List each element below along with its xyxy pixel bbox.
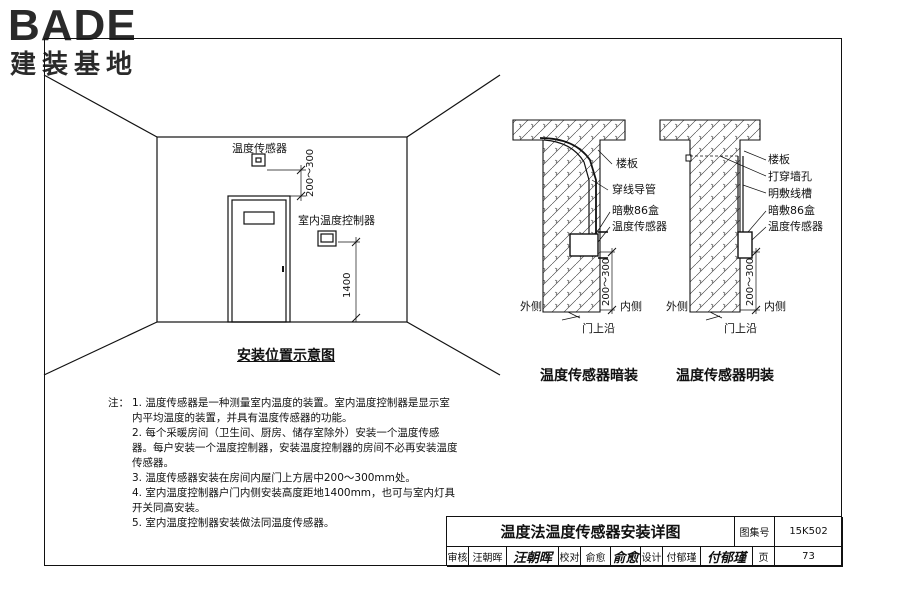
exposed-label-sensor: 温度传感器 <box>768 220 823 233</box>
review-label: 审核 <box>447 547 469 567</box>
design-label: 设计 <box>641 547 663 567</box>
room-perspective <box>43 74 501 376</box>
concealed-caption: 温度传感器暗装 <box>540 368 638 384</box>
room-caption: 安装位置示意图 <box>237 348 335 364</box>
room-controller-dimension: 1400 <box>342 272 353 298</box>
bade-logo: BADE 建装基地 <box>8 4 178 84</box>
concealed-label-box: 暗敷86盒 <box>612 204 659 217</box>
note-item-5: 5. 室内温度控制器安装做法同温度传感器。 <box>132 517 335 529</box>
check-signature: 俞愈 <box>611 547 641 567</box>
check-name: 俞愈 <box>581 547 611 567</box>
concealed-inside-label: 内侧 <box>620 300 642 313</box>
exposed-dimension: 200～300 <box>745 257 756 306</box>
note-item-1: 1. 温度传感器是一种测量室内温度的装置。室内温度控制器是显示室内平均温度的装置… <box>132 397 450 424</box>
note-item-3: 3. 温度传感器安装在房间内屋门上方居中200～300mm处。 <box>132 472 416 484</box>
room-sensor-label: 温度传感器 <box>232 142 287 155</box>
concealed-label-sensor: 温度传感器 <box>612 220 667 233</box>
exposed-outside-label: 外侧 <box>666 300 688 313</box>
exposed-detail <box>659 119 767 321</box>
exposed-inside-label: 内侧 <box>764 300 786 313</box>
exposed-door-top-label: 门上沿 <box>724 322 757 335</box>
exposed-caption: 温度传感器明装 <box>676 368 774 384</box>
concealed-dimension: 200～300 <box>601 257 612 306</box>
atlas-number-label: 图集号 <box>735 517 775 547</box>
concealed-label-conduit: 穿线导管 <box>612 183 656 196</box>
drawing-title: 温度法温度传感器安装详图 <box>447 517 735 547</box>
room-sensor-dimension: 200～300 <box>305 148 316 197</box>
check-label: 校对 <box>559 547 581 567</box>
atlas-number-value: 15K502 <box>775 517 843 547</box>
design-signature: 付郁瑾 <box>701 547 753 567</box>
concealed-door-top-label: 门上沿 <box>582 322 615 335</box>
exposed-label-wall-hole: 打穿墙孔 <box>768 170 812 183</box>
logo-subtitle-text: 建装基地 <box>10 50 139 80</box>
note-item-4: 4. 室内温度控制器户门内侧安装高度距地1400mm，也可与室内灯具开关同高安装… <box>132 487 456 514</box>
exposed-label-trunking: 明敷线槽 <box>768 187 812 200</box>
concealed-outside-label: 外侧 <box>520 300 542 313</box>
review-signature: 汪朝晖 <box>507 547 559 567</box>
concealed-label-slab: 楼板 <box>616 157 638 170</box>
title-block: 温度法温度传感器安装详图 图集号 15K502 审核 汪朝晖 汪朝晖 校对 俞愈… <box>446 516 843 567</box>
room-controller-label: 室内温度控制器 <box>298 214 375 227</box>
exposed-label-box: 暗敷86盒 <box>768 204 815 217</box>
concealed-detail <box>512 119 626 321</box>
design-name: 付郁瑾 <box>663 547 701 567</box>
note-item-2: 2. 每个采暖房间（卫生间、厨房、储存室除外）安装一个温度传感器。每户安装一个温… <box>132 427 458 469</box>
review-name: 汪朝晖 <box>469 547 507 567</box>
drawing-frame <box>44 38 842 566</box>
exposed-label-slab: 楼板 <box>768 153 790 166</box>
notes-heading: 注： <box>108 397 129 409</box>
page-number: 73 <box>775 547 843 567</box>
logo-brand-text: BADE <box>8 1 137 50</box>
page-label: 页 <box>753 547 775 567</box>
